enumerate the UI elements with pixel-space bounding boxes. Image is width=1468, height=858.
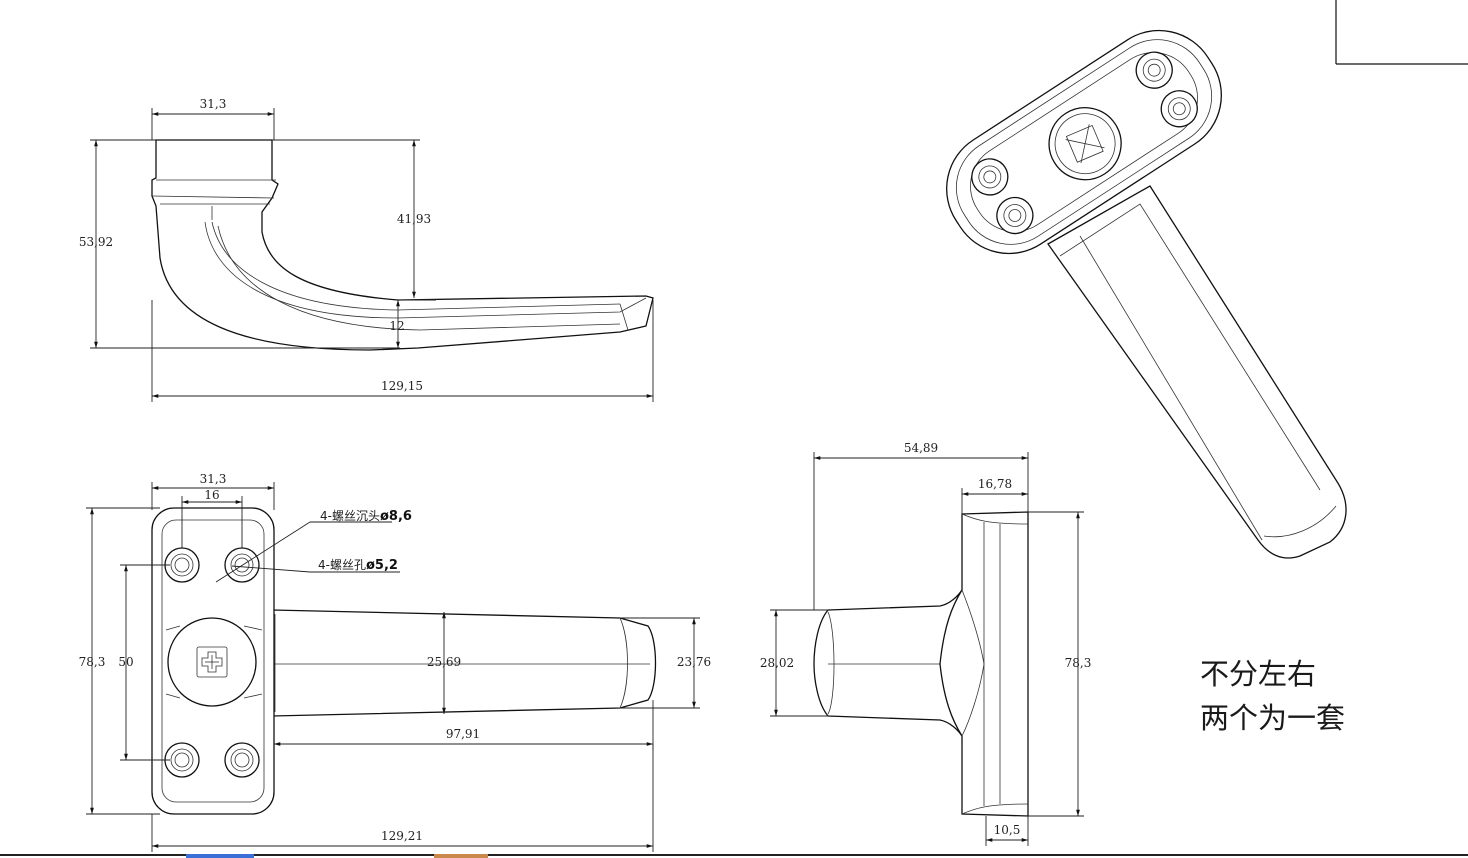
- callout-screw-hole: 4-螺丝孔ø5,2: [318, 558, 398, 573]
- iso-screw-boss-2: [996, 196, 1034, 235]
- top-view-spindle-boss: [165, 617, 263, 707]
- dim-side-height-total: 53,92: [79, 235, 113, 249]
- end-view: 54,89 16,78 28,02 78,3 10,5: [760, 441, 1092, 846]
- dim-end-total-depth: 54,89: [904, 441, 938, 455]
- dim-top-hole-spacing-y: 50: [118, 655, 133, 669]
- iso-lever: [1047, 185, 1347, 559]
- top-view-hole-top-left: [164, 547, 200, 583]
- dim-end-base-height: 78,3: [1065, 656, 1092, 670]
- note-line-1: 不分左右: [1200, 657, 1316, 691]
- iso-screw-boss-1: [971, 158, 1009, 196]
- dim-side-thickness: 12: [389, 319, 404, 333]
- top-view-hole-bottom-left: [164, 742, 200, 778]
- dim-end-neck-height: 28,02: [760, 656, 794, 670]
- dim-top-base-width: 31,3: [200, 472, 227, 486]
- dim-end-plate-thickness: 10,5: [994, 823, 1021, 837]
- callout-countersink: 4-螺丝沉头ø8,6: [320, 509, 412, 524]
- iso-screw-boss-3: [1135, 51, 1173, 89]
- dim-end-base-depth: 16,78: [978, 477, 1012, 491]
- end-view-grip: [813, 587, 963, 739]
- top-view: 31,3 16 4-螺丝沉头ø8,6 4-螺丝孔ø5,2 78,3 50 25,…: [79, 472, 711, 852]
- dim-top-total-length: 129,21: [381, 829, 423, 843]
- note: 不分左右 两个为一套: [1200, 657, 1345, 735]
- side-view: 31,3 53,92 41,93 12 129,15: [79, 97, 654, 402]
- top-view-lever: [271, 609, 657, 717]
- iso-spindle-square-hole: [1048, 107, 1122, 181]
- dim-top-lever-width-root: 25,69: [427, 655, 461, 669]
- dim-side-length: 129,15: [381, 379, 423, 393]
- dim-top-lever-length: 97,91: [446, 727, 480, 741]
- title-block-corner: [1335, 0, 1468, 65]
- isometric-view: [946, 29, 1347, 559]
- note-line-2: 两个为一套: [1200, 701, 1345, 735]
- bottom-edge-strip: [0, 854, 1468, 858]
- dim-side-height-upper: 41,93: [397, 212, 431, 226]
- side-view-handle-outline: [151, 139, 654, 351]
- iso-screw-boss-4: [1160, 90, 1198, 128]
- dim-top-hole-spacing-x: 16: [204, 488, 219, 502]
- dim-top-base-height: 78,3: [79, 655, 106, 669]
- dim-top-lever-width-tip: 23,76: [677, 655, 711, 669]
- dim-side-width-top: 31,3: [200, 97, 227, 111]
- top-view-hole-bottom-right: [224, 742, 260, 778]
